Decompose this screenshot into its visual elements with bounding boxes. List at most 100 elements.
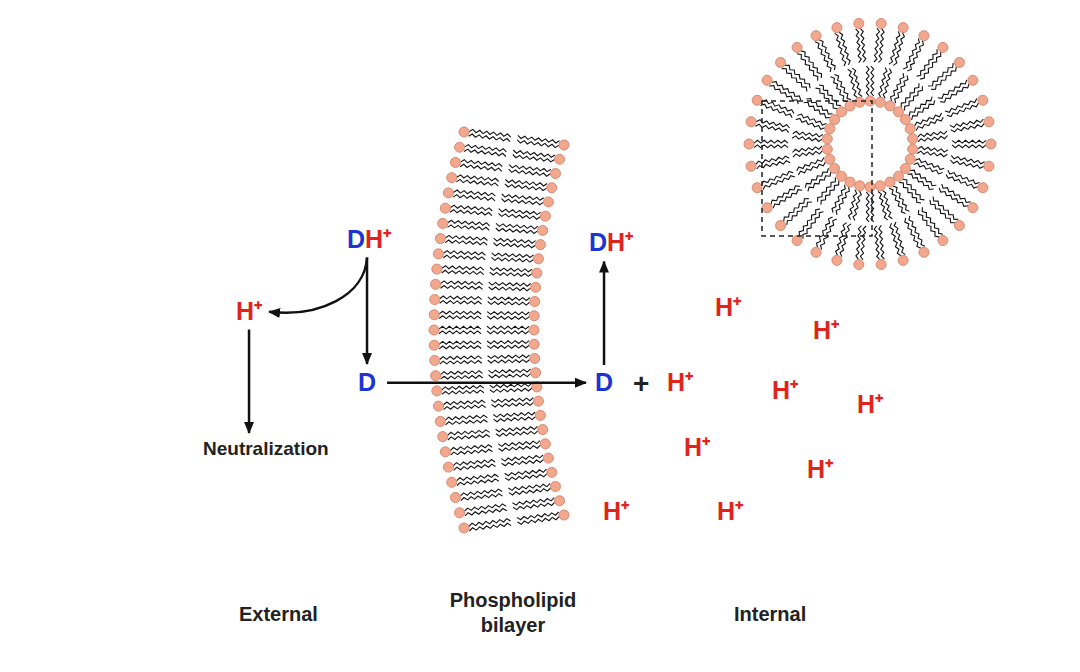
lipid-head	[530, 297, 540, 307]
lipid-tail	[505, 469, 547, 476]
lipid-tail	[441, 371, 483, 375]
lipid-head	[455, 142, 465, 152]
lipid-tail	[938, 80, 967, 99]
lipid-tail	[889, 31, 900, 64]
lipid-tail	[488, 355, 530, 359]
lipid-tail	[787, 202, 812, 225]
lipid-tail	[835, 33, 846, 66]
lipid-tail	[784, 199, 809, 222]
lipid-tail	[782, 69, 807, 92]
lipid-head	[531, 282, 541, 292]
lipid-head	[429, 310, 439, 320]
lipid-head	[450, 157, 460, 167]
lipid-head	[430, 355, 440, 365]
lipid-tail	[505, 474, 547, 481]
lipid-head	[440, 447, 450, 457]
lipid-head	[547, 183, 557, 193]
lipid-head	[440, 203, 450, 213]
lipid-tail	[797, 158, 824, 171]
lipid-tail	[465, 509, 507, 516]
lipid-tail	[439, 326, 481, 329]
lipid-head	[776, 221, 786, 231]
lipid-tail	[439, 311, 481, 314]
lipid-tail	[922, 207, 943, 234]
lipid-head	[744, 139, 754, 149]
lipid-tail	[451, 449, 493, 455]
lipid-head	[455, 508, 465, 518]
lipid-head	[535, 240, 545, 250]
lipid-tail	[909, 216, 925, 246]
lipid-head	[543, 197, 553, 207]
lipid-head	[908, 144, 918, 154]
lipid-tail	[443, 400, 485, 405]
lipid-tail	[878, 192, 888, 220]
liposome-icon	[744, 19, 996, 270]
lipid-tail	[856, 29, 862, 63]
lipid-tail	[947, 103, 979, 117]
lipid-tail	[464, 504, 506, 511]
lipid-tail	[469, 523, 511, 531]
lipid-tail	[446, 420, 488, 425]
lipid-head	[538, 225, 548, 235]
lipid-tail	[518, 517, 560, 525]
lipid-head	[845, 101, 855, 111]
lipid-tail	[492, 257, 534, 262]
lipid-head	[984, 117, 994, 127]
lipid-tail	[490, 272, 532, 276]
lipid-tail	[505, 179, 547, 186]
lipid-head	[875, 181, 885, 191]
lipid-head	[443, 188, 453, 198]
lipid-tail	[866, 66, 869, 96]
lipid-tail	[461, 160, 503, 167]
lipid-head	[898, 23, 908, 33]
lipid-tail	[815, 42, 831, 72]
lipid-head	[968, 203, 978, 213]
lipid-head	[435, 416, 445, 426]
region-label: Internal	[734, 602, 806, 627]
lipid-tail	[440, 301, 482, 305]
lipid-tail	[945, 99, 977, 113]
node-text: Neutralization	[203, 438, 329, 459]
lipid-tail	[866, 192, 869, 222]
lipid-tail	[465, 145, 507, 152]
lipid-head	[431, 371, 441, 381]
node-text: D	[358, 368, 376, 396]
lipid-tail	[487, 312, 529, 315]
lipid-tail	[448, 435, 490, 441]
lipid-head	[832, 255, 842, 265]
lipid-head	[986, 139, 996, 149]
lipid-head	[550, 482, 560, 492]
lipid-tail	[879, 225, 885, 259]
lipid-tail	[457, 175, 499, 182]
lipid-head	[529, 325, 539, 335]
lipid-tail	[803, 212, 824, 239]
lipid-tail	[513, 502, 555, 509]
lipid-tail	[821, 219, 837, 249]
lipid-head	[978, 183, 988, 193]
lipid-tail	[852, 68, 862, 96]
lipid-head	[555, 154, 565, 164]
lipid-tail	[441, 281, 483, 285]
drug-protonated: DH⁺	[586, 227, 636, 259]
lipid-tail	[933, 197, 958, 220]
lipid-tail	[871, 66, 874, 96]
lipid-head	[811, 31, 821, 41]
lipid-head	[752, 95, 762, 105]
lipid-tail	[797, 54, 818, 81]
lipid-head	[543, 453, 553, 463]
lipid-tail	[918, 131, 948, 137]
lipid-tail	[860, 28, 866, 62]
lipid-tail	[517, 140, 559, 148]
lipid-tail	[445, 415, 487, 420]
lipid-tail	[513, 155, 555, 162]
lipid-head	[532, 268, 542, 278]
lipid-tail	[948, 170, 980, 184]
lipid-head	[530, 353, 540, 363]
lipid-tail	[450, 205, 492, 211]
lipid-tail	[882, 190, 892, 218]
lipid-tail	[448, 430, 490, 436]
lipid-head	[900, 115, 910, 125]
lipid-tail	[919, 210, 940, 237]
lipid-head	[885, 101, 895, 111]
